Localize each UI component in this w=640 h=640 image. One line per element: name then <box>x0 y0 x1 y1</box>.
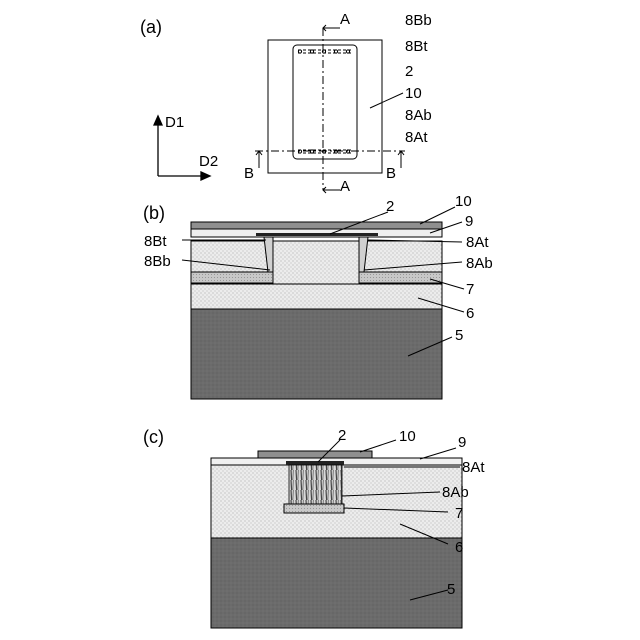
pad-8Ab <box>359 272 442 283</box>
layer-6 <box>191 284 442 309</box>
label-a-8Bb: 8Bb <box>405 12 432 29</box>
label-c-2: 2 <box>338 427 346 444</box>
axis-d1-label: D1 <box>165 114 184 131</box>
label-a-2: 2 <box>405 63 413 80</box>
panel-a: (a) A A B B 8B <box>140 11 432 195</box>
label-b-6: 6 <box>466 305 474 322</box>
label-a-10: 10 <box>405 85 422 102</box>
label-c-7: 7 <box>455 505 463 522</box>
layer-5-substrate <box>211 538 462 628</box>
label-b-8At: 8At <box>466 234 489 251</box>
panel-a-tag: (a) <box>140 17 162 37</box>
label-b-8Bt: 8Bt <box>144 233 167 250</box>
element-2-outline <box>293 45 357 159</box>
section-a-arrow-top <box>323 25 340 31</box>
axis-d2-label: D2 <box>199 153 218 170</box>
section-b-arrow-right <box>398 151 404 168</box>
section-a-label-top: A <box>340 11 350 28</box>
label-c-10: 10 <box>399 428 416 445</box>
section-b-arrow-left <box>256 151 262 168</box>
layer-10 <box>258 451 372 458</box>
panel-c: (c) 2 10 9 8At 8Ab 7 6 5 <box>143 427 485 628</box>
element-2 <box>256 233 378 236</box>
label-b-10: 10 <box>455 193 472 210</box>
label-c-8At: 8At <box>462 459 485 476</box>
label-c-9: 9 <box>458 434 466 451</box>
label-b-2: 2 <box>386 198 394 215</box>
layer-10 <box>191 222 442 229</box>
label-a-8Ab: 8Ab <box>405 107 432 124</box>
panel-b: (b) 2 10 9 <box>143 193 493 399</box>
section-a-label-bottom: A <box>340 178 350 195</box>
section-b-label-right: B <box>386 165 396 182</box>
pad-8Bb <box>191 272 273 283</box>
pad-8Ab <box>284 504 344 513</box>
label-b-9: 9 <box>465 213 473 230</box>
section-b-label-left: B <box>244 165 254 182</box>
element-2 <box>286 461 344 465</box>
label-c-5: 5 <box>447 581 455 598</box>
label-b-8Ab: 8Ab <box>466 255 493 272</box>
label-a-8Bt: 8Bt <box>405 38 428 55</box>
panel-b-tag: (b) <box>143 203 165 223</box>
label-a-8At: 8At <box>405 129 428 146</box>
label-b-8Bb: 8Bb <box>144 253 171 270</box>
label-b-7: 7 <box>466 281 474 298</box>
layer-5-substrate <box>191 309 442 399</box>
panel-c-tag: (c) <box>143 427 164 447</box>
label-c-8Ab: 8Ab <box>442 484 469 501</box>
section-a-arrow-bottom <box>323 187 340 193</box>
wires-8At <box>289 465 342 504</box>
label-b-5: 5 <box>455 327 463 344</box>
label-c-6: 6 <box>455 539 463 556</box>
